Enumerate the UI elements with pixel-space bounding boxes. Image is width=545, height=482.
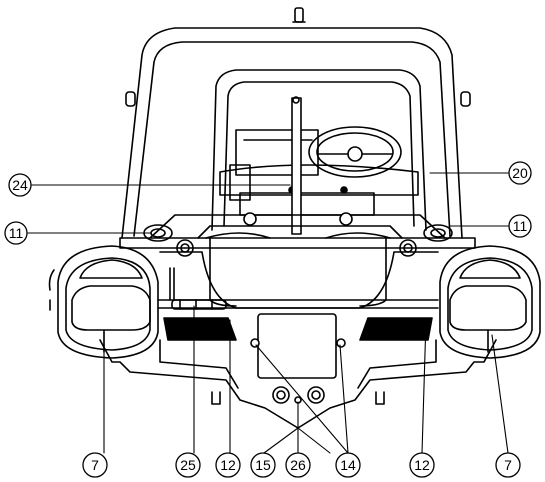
svg-text:12: 12 <box>220 457 236 473</box>
antenna-knob <box>292 7 306 23</box>
callout-26: 26 <box>285 452 311 478</box>
svg-text:11: 11 <box>9 225 24 241</box>
svg-text:7: 7 <box>504 457 512 473</box>
callout-14: 14 <box>335 452 361 478</box>
svg-text:15: 15 <box>255 457 271 473</box>
svg-text:20: 20 <box>512 165 528 181</box>
svg-text:14: 14 <box>340 457 356 473</box>
connector-25 <box>169 267 227 310</box>
svg-text:11: 11 <box>513 218 528 234</box>
center-post <box>291 96 302 235</box>
headlight-right <box>423 224 453 242</box>
callout-11-left: 11 <box>4 221 28 245</box>
callouts: 24 20 11 11 7 25 12 15 <box>4 161 532 478</box>
svg-text:7: 7 <box>91 457 99 473</box>
callout-12-right: 12 <box>409 452 435 478</box>
callout-20: 20 <box>508 161 532 185</box>
hood-deck <box>149 212 446 239</box>
leader-lines <box>27 172 509 454</box>
callout-15: 15 <box>250 452 276 478</box>
callout-7-left: 7 <box>82 452 108 478</box>
callout-25: 25 <box>175 452 201 478</box>
svg-text:24: 24 <box>12 177 28 193</box>
center-plate <box>250 313 346 379</box>
callout-11-right: 11 <box>508 214 532 238</box>
svg-text:12: 12 <box>414 457 430 473</box>
receptacle-15 <box>272 386 290 404</box>
steering-wheel <box>308 126 402 178</box>
canopy-frame <box>121 27 471 239</box>
callout-7-right: 7 <box>495 452 521 478</box>
callout-24: 24 <box>8 173 32 197</box>
svg-text:25: 25 <box>180 457 196 473</box>
svg-text:26: 26 <box>290 457 306 473</box>
callout-12-left: 12 <box>215 452 241 478</box>
side-lamp-right <box>359 317 433 341</box>
receptacle-right <box>307 386 325 404</box>
side-lamp-left <box>163 317 237 341</box>
tire-right <box>439 245 541 359</box>
